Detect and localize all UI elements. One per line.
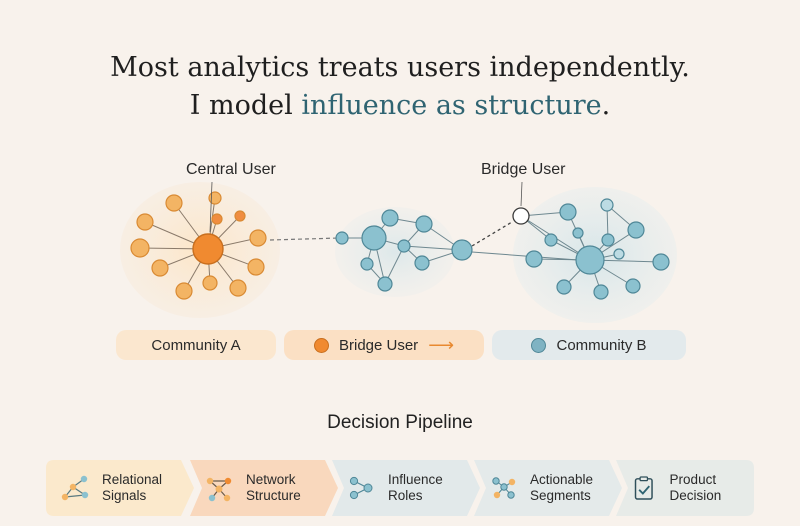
clipboard-check-icon [634,476,653,500]
community-a-nodes [130,191,267,300]
bridge-user-label: Bridge User [481,161,566,178]
central-user-label: Central User [186,161,276,178]
headline-suffix: . [601,90,611,121]
network-structure-icon [206,477,232,502]
legend-community-a-label: Community A [151,336,241,354]
relational-signals-icon [61,475,89,501]
legend-community-b-label: Community B [556,336,647,354]
legend-arrow-icon: ⟶ [428,334,454,355]
middle-nodes [335,209,473,292]
legend-community-b: Community B [492,330,686,360]
community-b-nodes [525,198,670,300]
bridge-user-node [512,207,530,225]
headline-line-2: I model influence as structure. [0,90,800,121]
edge-a-to-middle [269,237,341,241]
edge-middle-to-bridge [471,221,513,247]
legend-bridge-label: Bridge User [338,336,419,354]
edge-middle-to-b [471,251,579,261]
legend-bridge-dot [313,337,329,353]
central-user-pointer [209,181,213,233]
headline-prefix: I model [189,90,302,121]
central-user-node [192,233,224,265]
pipeline-title: Decision Pipeline [327,412,473,433]
headline-accent: influence as structure [301,90,602,121]
influence-roles-icon [349,476,373,500]
legend-community-a: Community A [116,330,276,360]
actionable-segments-icon [492,477,516,499]
legend-community-b-dot [531,337,547,353]
legend-bridge-user: Bridge User ⟶ [284,330,484,360]
headline-line-1: Most analytics treats users independentl… [110,52,690,83]
bridge-user-pointer [520,181,523,207]
